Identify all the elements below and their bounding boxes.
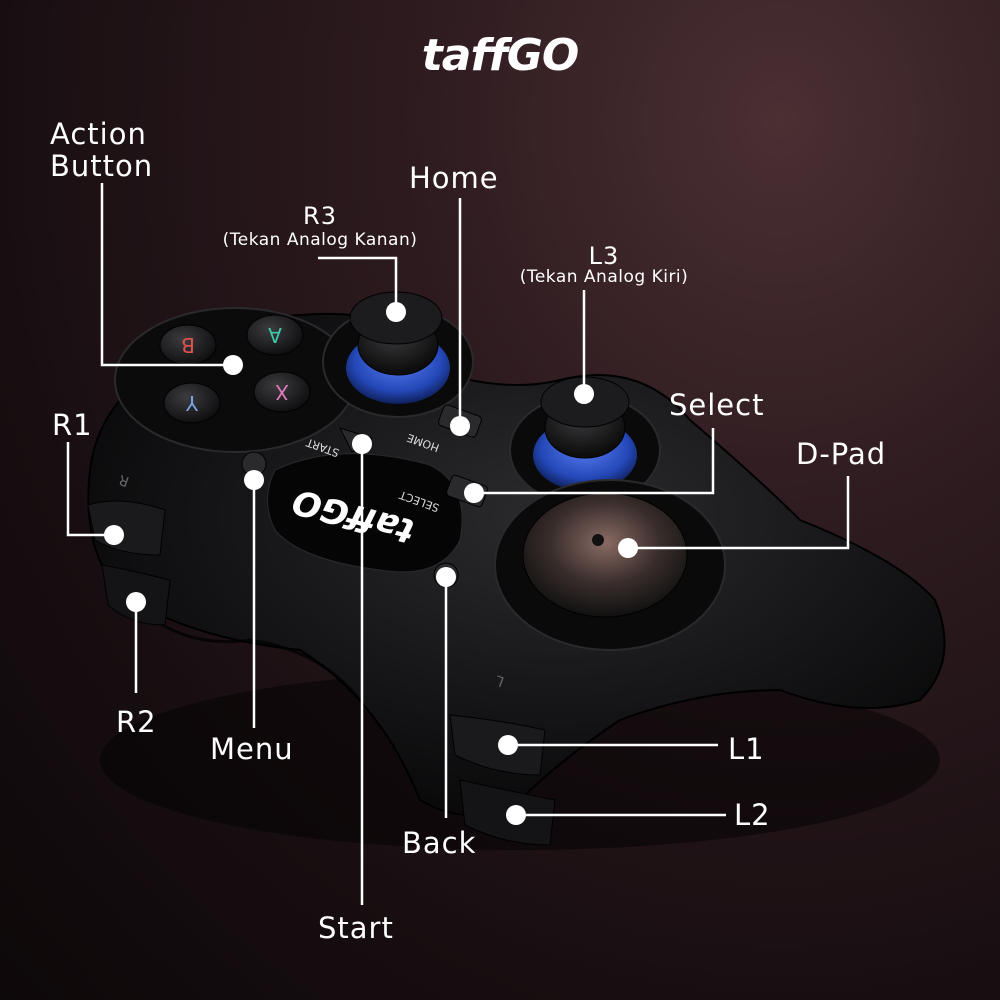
center-brand-plate: taffGO [267,453,463,573]
svg-text:A: A [268,323,282,347]
label-action-button: Action Button [50,117,154,183]
svg-text:B: B [181,333,195,357]
label-l3: L3 [588,242,620,270]
label-r3: R3 [303,202,337,230]
callout-lines [66,183,850,905]
callout-dots [104,302,638,825]
svg-text:Y: Y [185,391,199,415]
label-menu: Menu [210,732,294,766]
label-select: Select [669,388,765,422]
face-button-well [114,307,356,453]
d-pad[interactable] [494,479,726,651]
label-l3-sub: (Tekan Analog Kiri) [519,267,689,287]
face-button-b[interactable]: B [159,324,217,366]
label-d-pad: D-Pad [796,437,887,471]
face-button-y[interactable]: Y [163,382,221,424]
label-start: Start [318,911,394,945]
svg-text:X: X [275,380,289,404]
label-back: Back [402,826,477,860]
label-r3-sub: (Tekan Analog Kanan) [222,230,418,250]
face-button-a[interactable]: A [246,314,304,356]
face-button-x[interactable]: X [253,371,311,413]
label-r2: R2 [116,705,157,739]
label-l1: L1 [728,732,765,766]
label-r1: R1 [52,408,93,442]
brand-logo: taffGO [421,30,580,81]
label-home: Home [409,161,499,195]
l1-button[interactable] [449,714,546,776]
label-l2: L2 [734,798,771,832]
